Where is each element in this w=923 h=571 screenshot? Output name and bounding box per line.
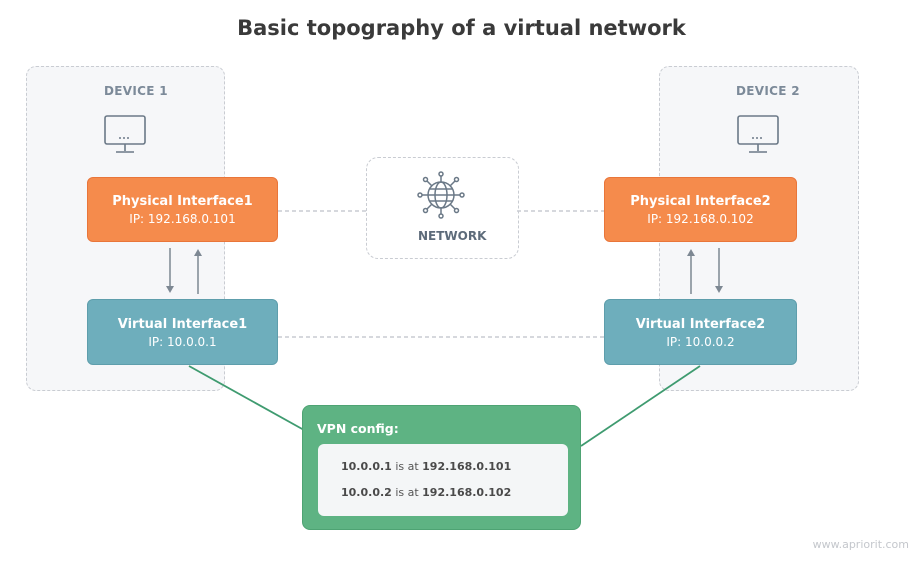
virtual-interface-1: Virtual Interface1 IP: 10.0.0.1 [87,299,278,365]
vpn-row-separator: is at [395,460,419,473]
vpn-mapping-row: 10.0.0.1 is at 192.168.0.101 [341,460,511,473]
physical-interface-1-ip: IP: 192.168.0.101 [129,212,236,226]
monitor-icon [737,115,779,153]
device-1-arrows [166,248,202,294]
vpn-physical-ip: 192.168.0.102 [422,486,512,499]
watermark: www.apriorit.com [812,538,909,551]
monitor-icon [104,115,146,153]
virtual-interface-2-ip: IP: 10.0.0.2 [666,335,735,349]
vpn-virtual-ip: 10.0.0.1 [341,460,392,473]
physical-interface-2: Physical Interface2 IP: 192.168.0.102 [604,177,797,242]
physical-interface-1: Physical Interface1 IP: 192.168.0.101 [87,177,278,242]
physical-interface-1-name: Physical Interface1 [112,194,253,209]
vpn-mapping-row: 10.0.0.2 is at 192.168.0.102 [341,486,511,499]
vpn-config-box: VPN config: 10.0.0.1 is at 192.168.0.101… [302,405,581,530]
vpn-config-table: 10.0.0.1 is at 192.168.0.101 10.0.0.2 is… [318,444,568,516]
physical-interface-2-ip: IP: 192.168.0.102 [647,212,754,226]
network-label: NETWORK [418,229,487,243]
virtual-interface-2: Virtual Interface2 IP: 10.0.0.2 [604,299,797,365]
device-2-label: DEVICE 2 [736,84,800,98]
globe-network-icon [417,171,465,219]
vpn-config-title: VPN config: [317,421,399,436]
device-2-arrows [687,248,723,294]
virtual-interface-1-name: Virtual Interface1 [117,317,248,332]
vpn-row-separator: is at [395,486,419,499]
virtual-interface-2-name: Virtual Interface2 [635,317,766,332]
physical-interface-2-name: Physical Interface2 [630,194,771,209]
diagram-title: Basic topography of a virtual network [237,16,686,40]
vpn-virtual-ip: 10.0.0.2 [341,486,392,499]
device-1-label: DEVICE 1 [104,84,168,98]
vpn-physical-ip: 192.168.0.101 [422,460,512,473]
virtual-interface-1-ip: IP: 10.0.0.1 [148,335,217,349]
